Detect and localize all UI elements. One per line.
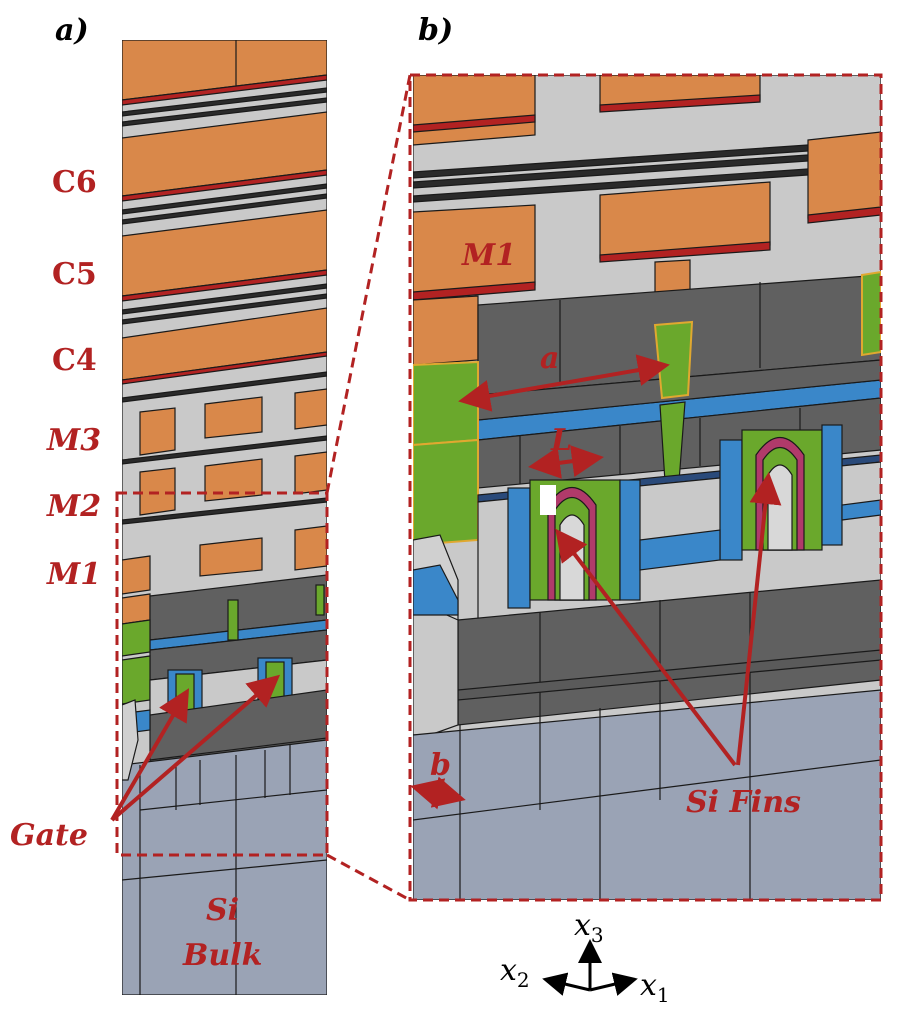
panel-b-zoom [413, 75, 881, 900]
zoom-box-b [408, 73, 883, 902]
label-si-bulk-1: Si [206, 893, 239, 928]
label-a: a [540, 341, 559, 376]
dim-L-arrow [528, 445, 604, 479]
dim-b-arrow [410, 776, 466, 810]
label-m1: M1 [46, 557, 101, 592]
zoom-connector-bottom [326, 853, 411, 902]
axis-x3-label: x3 [574, 908, 604, 947]
label-c4: C4 [52, 343, 97, 378]
label-c5: C5 [52, 257, 97, 292]
label-m3: M3 [46, 423, 101, 458]
panel-label-b: b) [418, 13, 453, 48]
label-b: b [430, 748, 451, 783]
zoom-box-a [115, 491, 329, 857]
coordinate-axes: x3 x2 x1 [500, 908, 670, 1007]
gate-arrow-2 [110, 674, 281, 822]
zoom-connector-top [325, 74, 412, 494]
si-fins-arrow-2 [736, 472, 782, 766]
gate-arrow-1 [110, 688, 190, 822]
label-si-bulk-2: Bulk [182, 938, 262, 973]
label-gate: Gate [10, 818, 88, 853]
axis-x1-label: x1 [640, 968, 670, 1007]
label-c6: C6 [52, 165, 97, 200]
panel-a-stack [122, 40, 327, 995]
label-m2: M2 [46, 489, 101, 524]
label-L: L [550, 423, 572, 458]
axis-x2-label: x2 [500, 953, 530, 992]
panel-label-a: a) [55, 13, 89, 48]
dim-a-arrow [458, 354, 670, 412]
label-si-fins: Si Fins [686, 785, 801, 820]
label-b-m1: M1 [461, 238, 516, 273]
si-fins-arrow-1 [555, 528, 737, 767]
